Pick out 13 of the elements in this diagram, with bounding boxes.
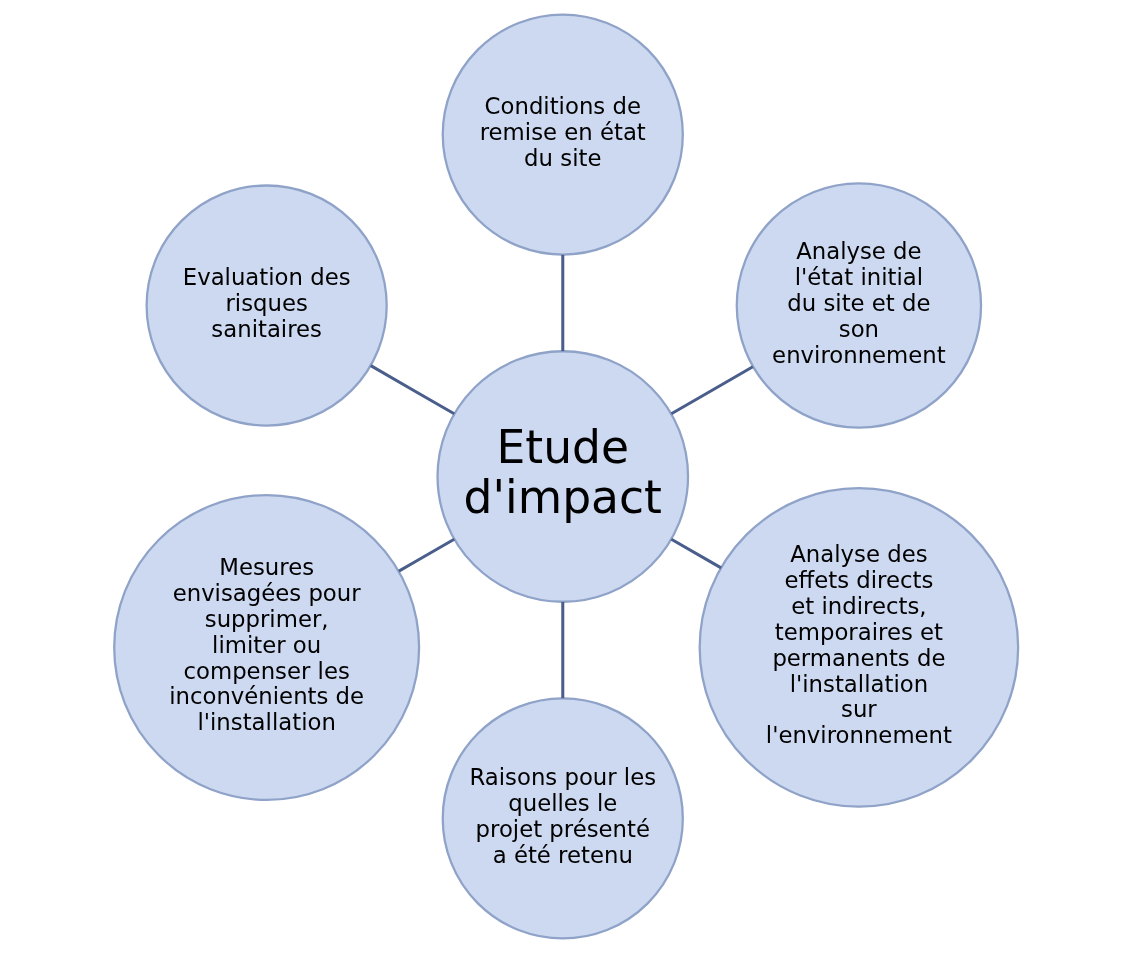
connector bbox=[398, 537, 455, 573]
connector bbox=[670, 365, 754, 416]
connector bbox=[561, 601, 565, 699]
connector bbox=[370, 364, 455, 416]
connector bbox=[561, 254, 565, 352]
node-circle: Analyse de l'état initial du site et de son environnement bbox=[735, 182, 983, 429]
node-circle: Conditions de remise en état du site bbox=[441, 13, 684, 256]
connector bbox=[670, 537, 722, 570]
node-circle: Etude d'impact bbox=[436, 350, 690, 603]
node-circle: Mesures envisagées pour supprimer, limiter ou compenser les inconvénients de l'installation bbox=[113, 493, 421, 802]
node-circle: Analyse des effets directs et indirects, temporaires et permanents de l'installation sur l'environnement bbox=[698, 487, 1020, 808]
node-circle: Evaluation des risques sanitaires bbox=[145, 184, 388, 427]
node-circle: Raisons pour les quelles le projet présenté a été retenu bbox=[441, 697, 684, 940]
